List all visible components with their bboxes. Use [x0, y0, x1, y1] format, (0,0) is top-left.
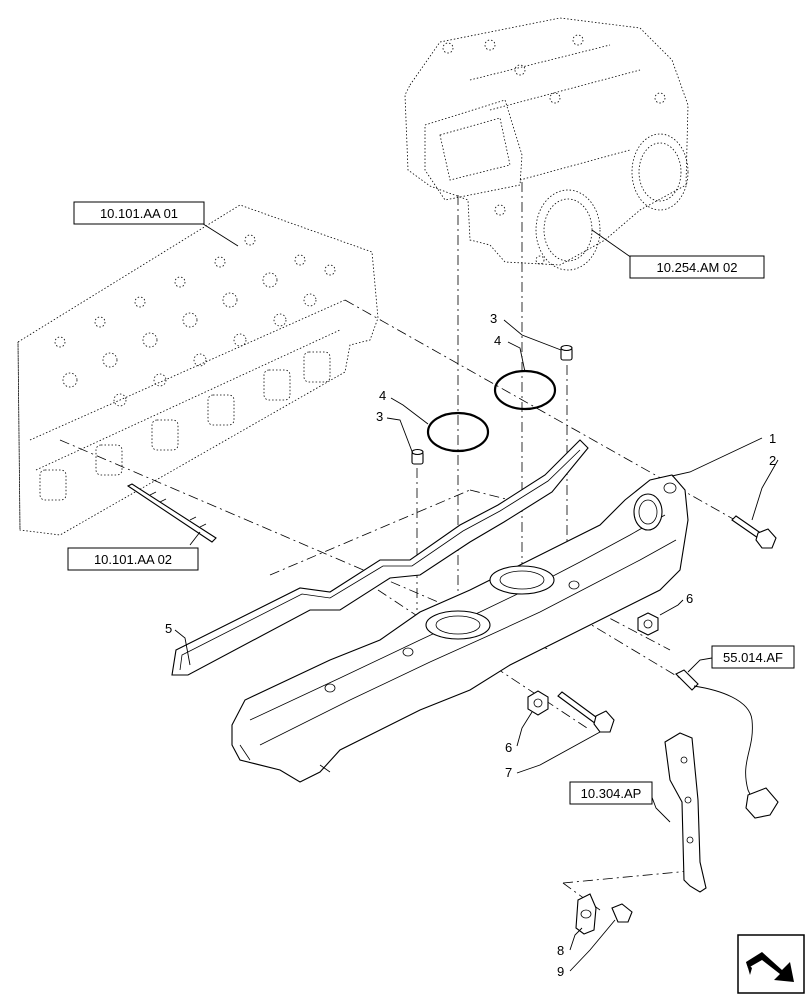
ref-box-cylinder-head[interactable]: 10.101.AA 01 [73, 201, 205, 225]
callout-8: 8 [557, 943, 564, 958]
stud-bolt-illustration [557, 691, 615, 733]
dowel-left [411, 448, 424, 465]
exhaust-manifold-illustration [231, 474, 689, 783]
manifold-gasket-illustration [171, 439, 589, 676]
callout-3-top: 3 [490, 311, 497, 326]
cylinder-head-illustration [17, 204, 379, 536]
o-ring-left [426, 411, 490, 453]
ref-label-cylinder-head: 10.101.AA 01 [100, 206, 178, 221]
ref-box-bracket[interactable]: 10.304.AP [569, 781, 653, 805]
callout-6-right: 6 [686, 591, 693, 606]
ref-box-turbocharger[interactable]: 10.254.AM 02 [629, 255, 765, 279]
leader-lines [174, 221, 779, 972]
callout-2: 2 [769, 453, 776, 468]
callout-6-bottom: 6 [505, 740, 512, 755]
screw-illustration [731, 515, 777, 549]
clip-screw-illustration [611, 903, 633, 923]
dowel-top [560, 344, 573, 361]
next-page-arrow-icon[interactable] [737, 934, 805, 994]
ref-label-bracket: 10.304.AP [581, 786, 642, 801]
callout-7: 7 [505, 765, 512, 780]
ref-label-turbocharger: 10.254.AM 02 [657, 260, 738, 275]
callout-9: 9 [557, 964, 564, 979]
nut-bottom [527, 690, 549, 716]
ref-box-sensor[interactable]: 55.014.AF [711, 645, 795, 669]
callout-4-top: 4 [494, 333, 501, 348]
turbocharger-illustration [404, 17, 689, 271]
sensor-illustration [675, 669, 779, 819]
bracket-illustration [664, 732, 707, 893]
nut-right [637, 612, 659, 636]
callout-5: 5 [165, 621, 172, 636]
callout-3-left: 3 [376, 409, 383, 424]
ref-label-sensor: 55.014.AF [723, 650, 783, 665]
ref-label-stud: 10.101.AA 02 [94, 552, 172, 567]
ref-box-stud[interactable]: 10.101.AA 02 [67, 547, 199, 571]
callout-4-left: 4 [379, 388, 386, 403]
stud-illustration [126, 483, 217, 543]
callout-1: 1 [769, 431, 776, 446]
clip-illustration [575, 893, 597, 935]
